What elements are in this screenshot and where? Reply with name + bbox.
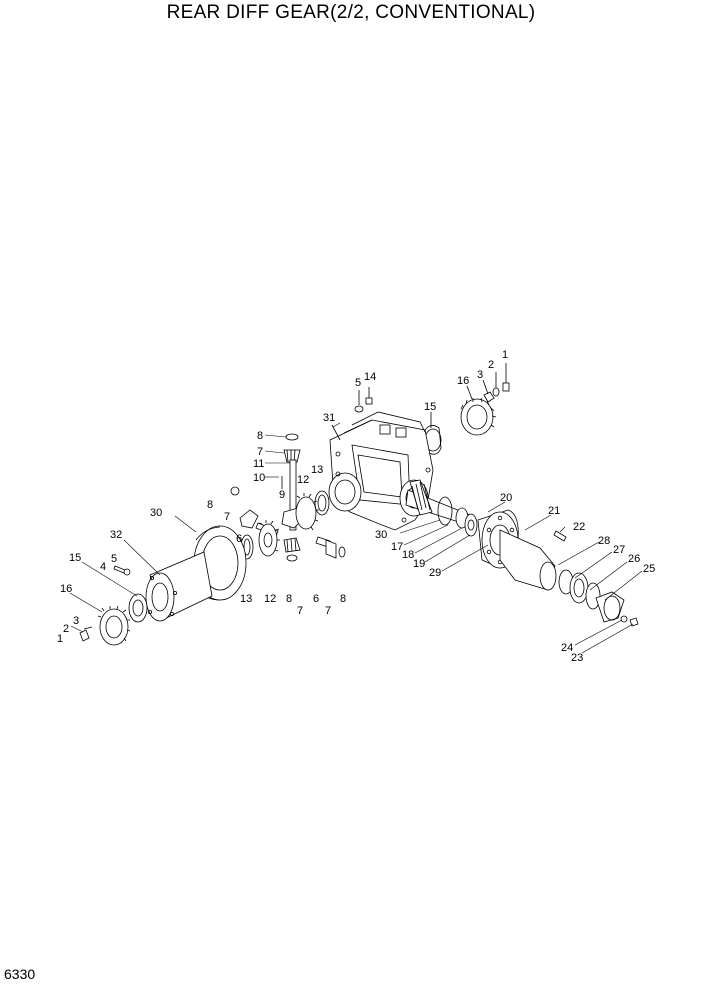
callout-17: 17: [391, 541, 403, 553]
callout-6-left: 6: [236, 533, 242, 545]
callout-27: 27: [613, 544, 625, 556]
callout-16-left: 16: [60, 583, 72, 595]
callout-labels: 1 2 3 16 5 14 15 31 8 7 11 10 9 13 12 8 …: [57, 349, 655, 664]
o-ring-17: [437, 496, 453, 526]
callout-12-bottom: 12: [264, 593, 276, 605]
callout-7-right: 7: [325, 605, 331, 617]
callout-13-top: 13: [311, 464, 323, 476]
callout-32: 32: [110, 529, 122, 541]
pinion-gear-7-bottom: [283, 537, 301, 553]
callout-1-upper: 1: [502, 349, 508, 361]
callout-24: 24: [561, 642, 573, 654]
callout-12-top: 12: [297, 474, 309, 486]
bolt-1-upper: [502, 363, 510, 392]
side-gear-12-right: [295, 493, 319, 531]
callout-14: 14: [364, 371, 376, 383]
callout-19: 19: [413, 558, 425, 570]
lock-3-upper: [482, 379, 495, 403]
callout-29: 29: [429, 567, 441, 579]
callout-7-left: 7: [224, 511, 230, 523]
callout-15-left: 15: [69, 552, 81, 564]
callout-8-bottom: 8: [286, 593, 292, 605]
callout-20: 20: [500, 492, 512, 504]
callout-6-bottom: 6: [313, 593, 319, 605]
bearing-18-19: [455, 507, 478, 537]
callout-3-left: 3: [73, 615, 79, 627]
callout-8-right: 8: [340, 593, 346, 605]
callout-10: 10: [253, 472, 265, 484]
callout-28: 28: [598, 535, 610, 547]
leader-lines: [69, 422, 643, 654]
pinion-gear-7-right: [325, 539, 337, 559]
callout-23: 23: [571, 652, 583, 664]
hub-21: [499, 529, 557, 591]
pinion-gear-7-left: [239, 509, 259, 529]
callout-3-upper: 3: [477, 369, 483, 381]
callout-2-upper: 2: [488, 359, 494, 371]
adjusting-nut-16-left: [97, 605, 131, 646]
callout-31: 31: [323, 412, 335, 424]
side-gear-12-left: [258, 520, 280, 557]
thrust-washer-8-bottom: [286, 554, 298, 562]
seal-28-27-26: [558, 569, 601, 610]
bolt-4-washer-5-left: [113, 565, 131, 576]
callout-15-upper: 15: [424, 401, 436, 413]
differential-case-32: [145, 551, 213, 622]
differential-carrier-housing: [328, 411, 434, 531]
adjusting-nut-16-upper: [460, 385, 497, 436]
page-title: REAR DIFF GEAR(2/2, CONVENTIONAL): [166, 2, 536, 23]
callout-11: 11: [253, 458, 264, 470]
thrust-washer-8-top: [285, 433, 299, 441]
callout-5-left: 5: [111, 553, 117, 565]
callout-21: 21: [548, 505, 560, 517]
callout-30-left: 30: [150, 507, 162, 519]
callout-7-bottom: 7: [297, 605, 303, 617]
bolt-22: [553, 530, 567, 542]
bearing-15-left: [128, 593, 148, 623]
callout-18: 18: [402, 549, 414, 561]
page-number: 6330: [4, 966, 36, 982]
thrust-washer-13-right: [314, 490, 330, 516]
callout-26: 26: [628, 553, 640, 565]
bolt-14: [365, 387, 373, 405]
callout-13-bottom: 13: [240, 593, 252, 605]
callout-25: 25: [643, 563, 655, 575]
thrust-washer-8-left: [230, 486, 240, 496]
thrust-washer-8-right: [338, 546, 346, 558]
callout-7-top: 7: [257, 446, 263, 458]
callout-5-upper: 5: [355, 377, 361, 389]
callout-8-left: 8: [207, 499, 213, 511]
callout-8-top: 8: [257, 430, 263, 442]
callout-30-right: 30: [375, 529, 387, 541]
callout-2-left: 2: [63, 623, 69, 635]
callout-1-left: 1: [57, 633, 63, 645]
callout-9: 9: [279, 489, 285, 501]
washer-2-upper: [492, 372, 500, 397]
cross-shaft-11: [289, 459, 297, 531]
pinion-gear-7-top: [283, 449, 301, 463]
lock-3-2-1-left: [79, 626, 93, 642]
end-cap-25: [595, 591, 625, 623]
callout-4: 4: [100, 561, 106, 573]
callout-22: 22: [573, 521, 585, 533]
washer-5-upper: [354, 390, 364, 413]
bearing-cap-15-upper: [424, 412, 442, 455]
callout-16-upper: 16: [457, 375, 469, 387]
plug-24-23: [620, 615, 639, 627]
